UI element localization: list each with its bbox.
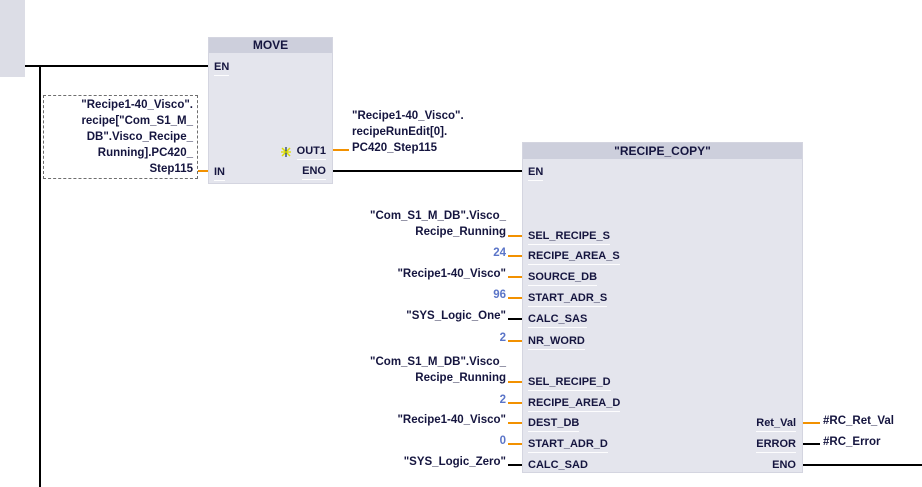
recipe-pin-start-adr-d: START_ADR_D <box>528 437 608 453</box>
operand-nr-word[interactable]: 2 <box>499 332 506 344</box>
recipe-pin-sel-recipe-d: SEL_RECIPE_D <box>528 375 611 391</box>
operand-line: Running].PC420_ <box>97 147 193 159</box>
recipe-pin-en: EN <box>528 165 544 181</box>
operand-line: PC420_Step115 <box>352 142 438 154</box>
operand-line: "Com_S1_M_DB".Visco_ <box>370 356 506 368</box>
move-block[interactable]: MOVE EN IN OUT1 ENO <box>208 37 333 184</box>
recipe-pin-error: ERROR <box>756 437 796 453</box>
recipe-pin-calc-sad: CALC_SAD <box>528 458 588 474</box>
operand-calc-sad[interactable]: "SYS_Logic_Zero" <box>403 456 506 468</box>
operand-line: DB".Visco_Recipe_ <box>86 131 193 143</box>
wire-error <box>803 443 820 445</box>
operand-start-adr-d[interactable]: 0 <box>499 435 506 447</box>
operand-start-adr-s[interactable]: 96 <box>493 289 506 301</box>
wire-out1 <box>333 149 349 151</box>
move-out1-operand[interactable]: "Recipe1-40_Visco". recipeRunEdit[0]. PC… <box>352 108 464 156</box>
recipe-pin-recipe-area-s: RECIPE_AREA_S <box>528 249 620 265</box>
recipe-copy-block-title: "RECIPE_COPY" <box>523 143 802 159</box>
move-block-title: MOVE <box>209 38 332 53</box>
recipe-pin-sel-recipe-s: SEL_RECIPE_S <box>528 229 610 245</box>
operand-line: "Com_S1_M_DB".Visco_ <box>370 210 506 222</box>
operand-sel-recipe-s[interactable]: "Com_S1_M_DB".Visco_ Recipe_Running <box>296 208 506 240</box>
wire-sel-recipe-d <box>508 381 522 383</box>
move-pin-eno: ENO <box>302 164 326 180</box>
operand-line: Step115 <box>149 163 193 175</box>
operand-rc-error[interactable]: #RC_Error <box>823 436 881 448</box>
wire-in <box>198 170 208 172</box>
wire-eno-to-en <box>333 170 522 172</box>
move-in-operand-box[interactable]: "Recipe1-40_Visco". recipe["Com_S1_M_ DB… <box>43 95 198 179</box>
recipe-pin-nr-word: NR_WORD <box>528 334 585 350</box>
power-rail-vertical <box>39 65 41 487</box>
wire-start-adr-d <box>508 443 522 445</box>
wire-recipe-area-d <box>508 402 522 404</box>
operand-source-db[interactable]: "Recipe1-40_Visco" <box>397 268 506 280</box>
power-rail-horizontal <box>25 65 208 67</box>
wire-ret-val <box>803 422 820 424</box>
recipe-pin-recipe-area-d: RECIPE_AREA_D <box>528 396 621 412</box>
wire-eno-out <box>803 464 922 466</box>
wire-calc-sad <box>508 464 522 466</box>
wire-start-adr-s <box>508 297 522 299</box>
operand-calc-sas[interactable]: "SYS_Logic_One" <box>406 310 506 322</box>
operand-recipe-area-d[interactable]: 2 <box>499 394 506 406</box>
operand-line: Recipe_Running <box>415 226 506 238</box>
recipe-pin-calc-sas: CALC_SAS <box>528 312 588 328</box>
wire-calc-sas <box>508 318 522 320</box>
wire-dest-db <box>508 422 522 424</box>
wire-recipe-area-s <box>508 255 522 257</box>
wire-nr-word <box>508 340 522 342</box>
recipe-pin-source-db: SOURCE_DB <box>528 270 598 286</box>
operand-line: "Recipe1-40_Visco". <box>81 99 193 111</box>
recipe-pin-dest-db: DEST_DB <box>528 416 580 432</box>
recipe-pin-eno: ENO <box>772 458 796 474</box>
wire-source-db <box>508 276 522 278</box>
recipe-copy-block[interactable]: "RECIPE_COPY" EN SEL_RECIPE_S RECIPE_ARE… <box>522 142 803 474</box>
asterisk-icon <box>281 147 291 157</box>
network-margin-box <box>0 0 25 77</box>
operand-recipe-area-s[interactable]: 24 <box>493 247 506 259</box>
recipe-pin-ret-val: Ret_Val <box>756 416 796 432</box>
operand-line: "Recipe1-40_Visco". <box>352 110 464 122</box>
operand-line: recipeRunEdit[0]. <box>352 126 448 138</box>
wire-sel-recipe-s <box>508 235 522 237</box>
move-pin-out1: OUT1 <box>296 144 326 160</box>
operand-line: recipe["Com_S1_M_ <box>81 115 193 127</box>
move-pin-en: EN <box>214 60 230 76</box>
recipe-pin-start-adr-s: START_ADR_S <box>528 291 608 307</box>
move-pin-in: IN <box>214 165 225 181</box>
operand-rc-ret-val[interactable]: #RC_Ret_Val <box>823 415 894 427</box>
operand-dest-db[interactable]: "Recipe1-40_Visco" <box>397 414 506 426</box>
operand-sel-recipe-d[interactable]: "Com_S1_M_DB".Visco_ Recipe_Running <box>296 354 506 386</box>
operand-line: Recipe_Running <box>415 372 506 384</box>
